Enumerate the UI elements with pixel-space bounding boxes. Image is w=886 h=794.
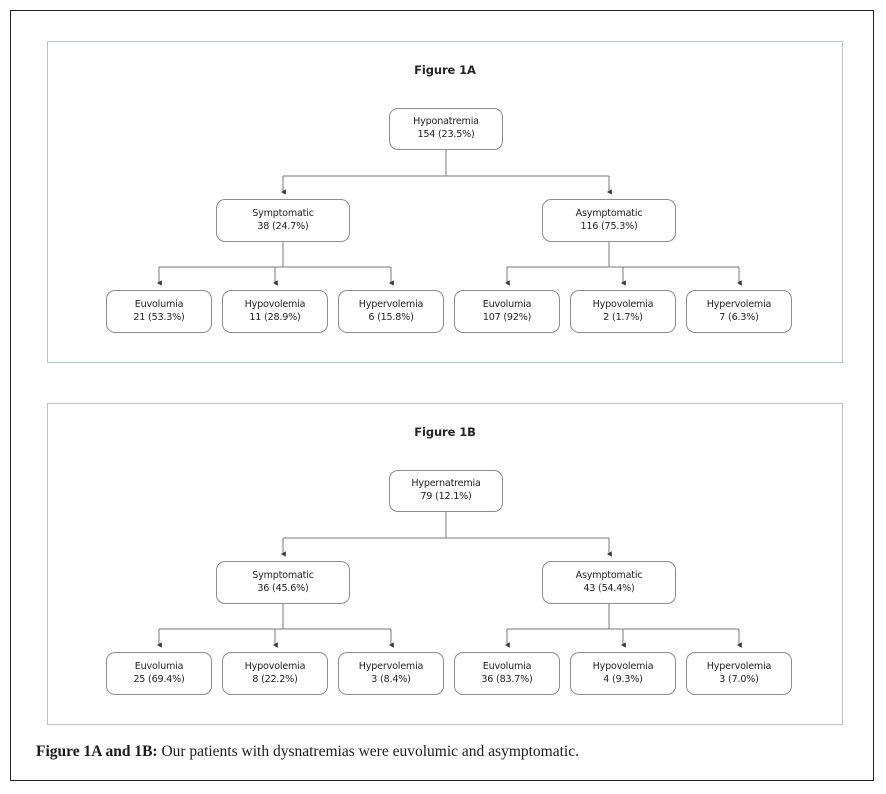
- node-asym-euvolumia-1b[interactable]: Euvolumia 36 (83.7%): [454, 652, 560, 695]
- node-label: Hypervolemia: [358, 298, 424, 310]
- node-sym-euvolumia-1b[interactable]: Euvolumia 25 (69.4%): [106, 652, 212, 695]
- node-asym-euvolumia-1a[interactable]: Euvolumia 107 (92%): [454, 290, 560, 333]
- node-value: 107 (92%): [482, 311, 532, 323]
- node-value: 36 (83.7%): [481, 673, 533, 685]
- caption-text: Our patients with dysnatremias were euvo…: [157, 743, 579, 760]
- node-label: Hypovolemia: [592, 298, 654, 310]
- node-value: 8 (22.2%): [252, 673, 298, 685]
- node-asym-hypervolemia-1a[interactable]: Hypervolemia 7 (6.3%): [686, 290, 792, 333]
- figure-title-1b: Figure 1B: [414, 425, 476, 439]
- page-border: [10, 10, 874, 781]
- node-value: 21 (53.3%): [133, 311, 185, 323]
- node-label: Hypovolemia: [244, 660, 306, 672]
- node-label: Symptomatic: [252, 569, 314, 581]
- node-value: 11 (28.9%): [249, 311, 301, 323]
- node-value: 38 (24.7%): [257, 220, 309, 232]
- caption-label: Figure 1A and 1B:: [36, 743, 158, 760]
- node-label: Hypovolemia: [592, 660, 654, 672]
- node-label: Hypervolemia: [706, 660, 772, 672]
- node-label: Asymptomatic: [575, 569, 643, 581]
- node-asym-hypovolemia-1a[interactable]: Hypovolemia 2 (1.7%): [570, 290, 676, 333]
- flowchart-1b: Hypernatremia 79 (12.1%) Symptomatic 36 …: [48, 404, 844, 726]
- node-value: 4 (9.3%): [603, 673, 643, 685]
- node-value: 6 (15.8%): [368, 311, 414, 323]
- node-symptomatic-1b[interactable]: Symptomatic 36 (45.6%): [216, 561, 350, 604]
- node-label: Hyponatremia: [413, 116, 479, 128]
- node-label: Euvolumia: [482, 298, 532, 310]
- node-root-1a[interactable]: Hyponatremia 154 (23.5%): [389, 108, 503, 150]
- node-value: 116 (75.3%): [580, 220, 638, 232]
- node-value: 2 (1.7%): [603, 311, 643, 323]
- node-sym-hypovolemia-1b[interactable]: Hypovolemia 8 (22.2%): [222, 652, 328, 695]
- node-label: Euvolumia: [134, 298, 184, 310]
- node-value: 79 (12.1%): [420, 491, 472, 502]
- node-asymptomatic-1b[interactable]: Asymptomatic 43 (54.4%): [542, 561, 676, 604]
- node-sym-hypervolemia-1b[interactable]: Hypervolemia 3 (8.4%): [338, 652, 444, 695]
- node-value: 36 (45.6%): [257, 582, 309, 594]
- connector-lines-1a: [157, 150, 742, 286]
- node-label: Hypervolemia: [358, 660, 424, 672]
- node-label: Euvolumia: [134, 660, 184, 672]
- node-value: 43 (54.4%): [583, 582, 635, 594]
- figure-title-1a: Figure 1A: [414, 63, 476, 77]
- node-value: 7 (6.3%): [719, 311, 759, 323]
- flowchart-1a: Hyponatremia 154 (23.5%) Symptomatic 38 …: [48, 42, 844, 364]
- node-value: 154 (23.5%): [417, 129, 475, 140]
- node-value: 3 (7.0%): [719, 673, 759, 685]
- node-asym-hypovolemia-1b[interactable]: Hypovolemia 4 (9.3%): [570, 652, 676, 695]
- figure-panel-1b: Figure 1B: [47, 403, 843, 725]
- connector-lines-1b: [157, 512, 742, 648]
- node-asymptomatic-1a[interactable]: Asymptomatic 116 (75.3%): [542, 199, 676, 242]
- node-value: 25 (69.4%): [133, 673, 185, 685]
- node-value: 3 (8.4%): [371, 673, 411, 685]
- node-label: Asymptomatic: [575, 207, 643, 219]
- node-label: Hypervolemia: [706, 298, 772, 310]
- node-root-1b[interactable]: Hypernatremia 79 (12.1%): [389, 470, 503, 512]
- node-sym-euvolumia-1a[interactable]: Euvolumia 21 (53.3%): [106, 290, 212, 333]
- figure-caption: Figure 1A and 1B: Our patients with dysn…: [36, 742, 846, 761]
- node-asym-hypervolemia-1b[interactable]: Hypervolemia 3 (7.0%): [686, 652, 792, 695]
- node-label: Euvolumia: [482, 660, 532, 672]
- node-symptomatic-1a[interactable]: Symptomatic 38 (24.7%): [216, 199, 350, 242]
- figure-panel-1a: Figure 1A: [47, 41, 843, 363]
- node-sym-hypervolemia-1a[interactable]: Hypervolemia 6 (15.8%): [338, 290, 444, 333]
- node-label: Hypovolemia: [244, 298, 306, 310]
- node-sym-hypovolemia-1a[interactable]: Hypovolemia 11 (28.9%): [222, 290, 328, 333]
- node-label: Symptomatic: [252, 207, 314, 219]
- node-label: Hypernatremia: [411, 478, 481, 490]
